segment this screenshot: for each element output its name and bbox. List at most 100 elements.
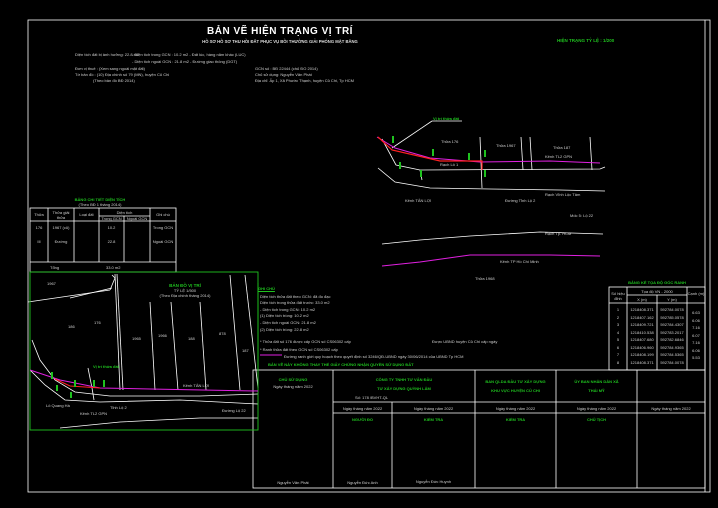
note-line: * Thửa đất số 176 được cấp GCN số CS0630…	[260, 339, 351, 344]
coord-cell: 1218408.371	[630, 359, 654, 365]
coord-cell: 592783.2017	[660, 329, 684, 335]
note-line: (2) Diện tích trồng: 22.8 m2	[260, 327, 309, 332]
col-header: Tọa độ VN - 2000	[641, 289, 673, 294]
cell: 176	[35, 225, 43, 230]
coord-cell: 592785.0578	[660, 314, 684, 320]
map-label: Kênh TP Hồ Chí Minh	[500, 259, 539, 264]
committee-line1: ỦY BAN NHÂN DÂN XÃ	[574, 379, 619, 384]
info-line: Địa chỉ: Ấp 1, Xã Phước Thạnh, huyện Củ …	[255, 78, 354, 83]
map-label: Lô Quang Hà	[46, 403, 70, 408]
note-line: Đường ranh giới quy hoạch theo quyết địn…	[284, 354, 464, 359]
sign-role: NGƯỜI ĐO	[352, 417, 373, 422]
coord-cell: 1218408.371	[630, 307, 654, 312]
col-header: Cạnh (m)	[687, 291, 705, 296]
map-label: 1967	[47, 281, 56, 286]
coord-cell: 1	[616, 307, 620, 312]
coord-cell: 5.53	[692, 355, 700, 360]
total-label: Tổng	[50, 265, 60, 270]
col-header: Thửa	[34, 212, 44, 217]
cell: Trong GCN	[152, 225, 174, 230]
coord-cell: 3	[616, 322, 620, 327]
map-label: Rạch Tp. HCM	[545, 231, 572, 236]
map-label: 1966	[158, 333, 167, 338]
map-label: Kênh TÂN LỢI	[183, 383, 210, 388]
cell: 22.8	[107, 239, 116, 244]
company-line2: TƯ XÂY DỰNG QUỲNH LÂM	[377, 386, 431, 391]
cell: 1967 (cũ)	[52, 225, 70, 230]
coord-cell: 1218406.960	[630, 344, 654, 350]
drawing-title: BẢN VẼ HIỆN TRẠNG VỊ TRÍ	[207, 26, 353, 37]
map-label: 187	[242, 348, 249, 353]
map-label: 1965	[132, 336, 141, 341]
coord-cell: 1218410.538	[630, 329, 654, 335]
total-value: 33.0 m2	[106, 265, 121, 270]
note-line: - Diện tích ngoài GCN: 21.8 m2	[260, 320, 316, 325]
note-line: (1) Diện tích trồng: 10.2 m2	[260, 313, 309, 318]
sign-role: KIỂM TRA	[505, 417, 526, 422]
coord-cell: 7.16	[692, 325, 700, 330]
note-line: Được UBND huyện Củ Chi cấp ngày	[432, 339, 498, 344]
info-line: - Diện tích trong GCN : 10.2 m2 - Đất lú…	[132, 52, 246, 57]
map-label: Vị trí thửa đất	[433, 116, 460, 121]
col-header: Ghi chú	[156, 212, 170, 217]
company-line1: CÔNG TY TNHH TƯ VẤN ĐẦU	[375, 377, 433, 382]
map-label: 878	[219, 331, 226, 336]
note-line: Diện tích thửa đất theo GCN: đã đo đạc	[260, 294, 331, 299]
info-line: - Diện tích ngoài GCN : 21.8 m2 - Đường …	[132, 59, 238, 64]
location-map-title: BẢN ĐỒ VỊ TRÍ	[169, 283, 201, 288]
info-line: Diện tích đất bị ảnh hưởng: 22.8 m2	[75, 52, 140, 57]
coord-cell: 592784.0078	[660, 307, 684, 312]
coord-cell: 592784.0078	[660, 359, 684, 365]
location-map-subtitle: (Theo Địa chính tháng 2014)	[159, 293, 211, 298]
coord-cell: 6.63	[692, 310, 700, 315]
sign-date: Ngày tháng năm 2022	[495, 406, 536, 411]
map-label: Tỉnh Lộ 2	[110, 405, 127, 410]
warning-note: BẢN VẼ NÀY KHÔNG THAY THẾ GIẤY CHỨNG NHẬ…	[268, 362, 414, 367]
coord-cell: 592784.9365	[660, 344, 684, 350]
col-header: Y (m)	[667, 297, 677, 302]
map-label: 186	[68, 324, 75, 329]
map-label: Thửa 187	[553, 145, 571, 150]
cell: III	[37, 239, 41, 244]
coord-cell: 6.07	[692, 332, 700, 338]
map-label: Kênh TL2 GPN	[545, 154, 573, 159]
coord-cell: 4	[616, 329, 620, 335]
map-label: Rạch Vĩnh Lộc Tâm	[545, 192, 581, 197]
coord-cell: 1218408.199	[630, 352, 654, 357]
signer-name: Nguyễn Đức Huynh	[415, 479, 452, 484]
company-note: Số: 178 /BVHT-QL	[355, 395, 389, 400]
coord-cell: 592784.4307	[660, 322, 684, 327]
sign-role: KIỂM TRA	[423, 417, 444, 422]
owner-date: Ngày tháng năm 2022	[273, 384, 313, 389]
coord-cell: 6.06	[692, 317, 700, 323]
owner-name: Nguyễn Văn Phát	[277, 480, 309, 485]
coord-cell: 7	[616, 352, 620, 357]
cell: 10.2	[107, 225, 116, 230]
coord-cell: 2	[616, 314, 620, 320]
info-line: Chủ sử dụng: Nguyễn Văn Phát	[255, 72, 312, 77]
drawing-subtitle: HỒ SƠ HỒ SƠ THU HỒI ĐẤT PHỤC VỤ BỒI THƯỜ…	[202, 39, 358, 44]
col-header: Số hiệu đỉnh	[611, 291, 625, 301]
info-line: Đơn vị thuê : (Xem sang ngoài mặt đất)	[75, 66, 145, 71]
map-label: Thửa 1967	[496, 143, 516, 148]
map-label: Kênh TL2 GPN	[80, 411, 108, 416]
coord-cell: 592782.6846	[660, 337, 684, 342]
coord-cell: 6	[616, 344, 620, 350]
map-label: Vị trí thửa đất	[93, 364, 120, 369]
col-subheader: Ngoài GCN	[126, 216, 148, 221]
info-line: Tờ bản đồ : (10) Địa chính số 79 (MN), h…	[75, 72, 170, 77]
map-label: Mốc 5: Lộ 22	[570, 213, 594, 218]
map-label: Rạch Lô 1	[440, 162, 459, 167]
sign-date: Ngày tháng năm 2022	[651, 406, 691, 411]
location-map-scale: TỶ LỆ 1/500	[173, 288, 197, 293]
map-label: 188	[188, 336, 195, 341]
land-table-title: BẢNG CHI TIẾT DIỆN TÍCH	[74, 197, 126, 202]
note-line: * Ranh thửa đất theo GCN số CS06302 cấp	[260, 347, 338, 352]
sign-role: CHỦ TỊCH	[586, 417, 607, 422]
info-line: (Theo bản đồ BĐ 2014)	[93, 78, 135, 83]
sign-date: Ngày tháng năm 2022	[413, 406, 454, 411]
owner-label: CHỦ SỬ DỤNG	[278, 377, 308, 382]
cell: Đường	[54, 239, 68, 244]
coord-cell: 6.06	[692, 347, 700, 353]
